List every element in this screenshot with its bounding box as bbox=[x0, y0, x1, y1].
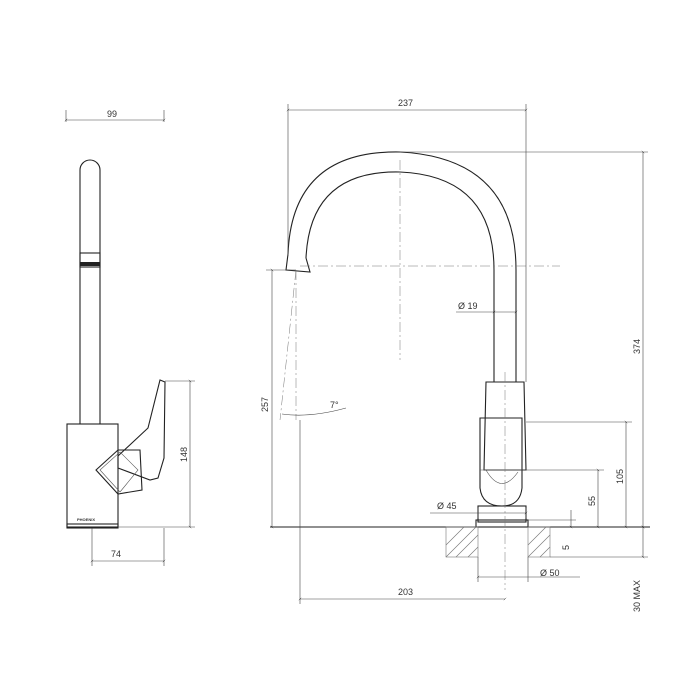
dim-angle-arc bbox=[281, 407, 347, 416]
side-cartridge bbox=[95, 449, 143, 495]
dim-flange-thickness: 5 bbox=[561, 545, 571, 550]
dim-base-height: 55 bbox=[587, 496, 597, 506]
side-aerator-outlet bbox=[80, 262, 100, 266]
dim-spout-to-center: 203 bbox=[398, 587, 413, 597]
dim-spout-angle: 7° bbox=[330, 400, 339, 410]
side-view: PHOENIX 99 148 74 bbox=[64, 109, 195, 566]
brand-mark: PHOENIX bbox=[77, 517, 95, 522]
dim-front-spout-height: 257 bbox=[260, 397, 270, 412]
side-spout-column bbox=[79, 159, 101, 425]
dim-front-reach: 237 bbox=[398, 98, 413, 108]
dim-bench-max: 30 MAX bbox=[632, 580, 642, 612]
front-spout-tip bbox=[285, 253, 311, 273]
front-view: 237 257 7° Ø 19 374 105 55 Ø 45 5 bbox=[260, 98, 650, 612]
side-aerator-band bbox=[79, 252, 101, 268]
dim-side-width: 99 bbox=[107, 109, 117, 119]
dim-spout-diameter: Ø 19 bbox=[458, 301, 478, 311]
dim-side-body-height: 148 bbox=[179, 447, 189, 462]
front-gooseneck-inner bbox=[305, 171, 495, 382]
side-cartridge-facet bbox=[99, 451, 139, 493]
dim-base-diameter: Ø 45 bbox=[437, 501, 457, 511]
bench-section-hatch bbox=[445, 526, 551, 558]
front-handle bbox=[479, 417, 523, 507]
dim-total-height: 374 bbox=[632, 339, 642, 354]
side-handle-lever bbox=[117, 379, 166, 481]
dim-hole-diameter: Ø 50 bbox=[540, 568, 560, 578]
dim-handle-height: 105 bbox=[615, 469, 625, 484]
front-handle-curve bbox=[485, 469, 519, 484]
side-body bbox=[66, 423, 119, 528]
front-gooseneck-outer bbox=[287, 151, 517, 382]
dim-side-base-depth: 74 bbox=[111, 549, 121, 559]
side-base-plate bbox=[66, 523, 119, 529]
front-spout-angle-line bbox=[279, 269, 297, 421]
front-flange bbox=[475, 519, 529, 528]
